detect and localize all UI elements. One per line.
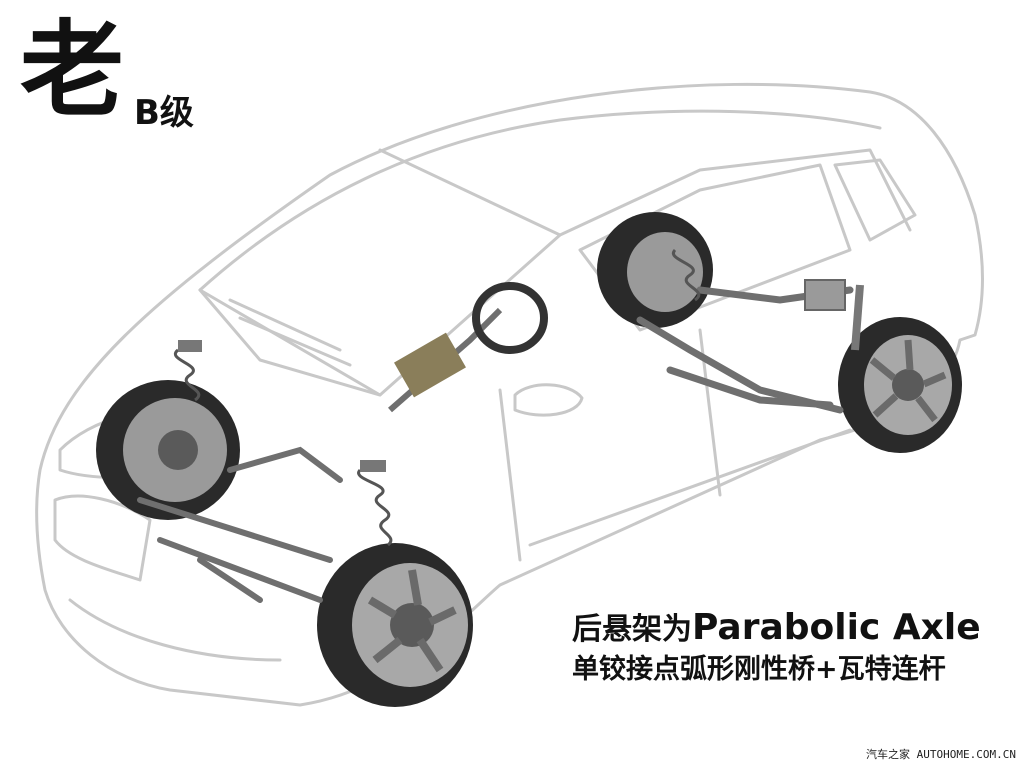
a-pillar-line bbox=[558, 148, 912, 237]
steering-wheel bbox=[472, 282, 548, 354]
caption: 后悬架为Parabolic Axle 单铰接点弧形刚性桥+瓦特连杆 bbox=[572, 606, 981, 688]
front-strut-right bbox=[357, 460, 393, 547]
side-mirror bbox=[513, 383, 584, 417]
rear-spring bbox=[671, 248, 701, 302]
grille-outline bbox=[53, 494, 152, 582]
caption-line-1-english: Parabolic Axle bbox=[692, 607, 981, 648]
front-strut-left bbox=[173, 340, 202, 402]
title-main: 老 bbox=[20, 9, 125, 131]
transmission-block bbox=[394, 332, 466, 398]
car-body-outline bbox=[35, 82, 984, 707]
hood-vent bbox=[228, 298, 352, 367]
caption-line-1: 后悬架为Parabolic Axle bbox=[572, 606, 981, 652]
sill-line bbox=[528, 428, 852, 547]
watermark: 汽车之家 AUTOHOME.COM.CN bbox=[866, 748, 1016, 761]
windshield-line bbox=[198, 148, 562, 397]
hood-line bbox=[198, 288, 382, 397]
front-left-wheel bbox=[96, 380, 240, 520]
rear-shock bbox=[851, 284, 864, 351]
front-right-wheel bbox=[317, 543, 473, 707]
caption-line-1-chinese: 后悬架为 bbox=[572, 612, 692, 647]
rear-watt-link bbox=[804, 279, 846, 311]
caption-line-2: 单铰接点弧形刚性桥+瓦特连杆 bbox=[572, 654, 946, 685]
title-sub: B级 bbox=[134, 93, 194, 133]
rear-right-wheel bbox=[838, 317, 962, 453]
rear-door-window bbox=[833, 158, 917, 242]
door-line-front bbox=[498, 388, 522, 562]
roof-line bbox=[198, 109, 882, 292]
front-subframe bbox=[137, 446, 343, 603]
rear-left-wheel bbox=[597, 212, 713, 328]
bumper-lower bbox=[68, 598, 282, 662]
